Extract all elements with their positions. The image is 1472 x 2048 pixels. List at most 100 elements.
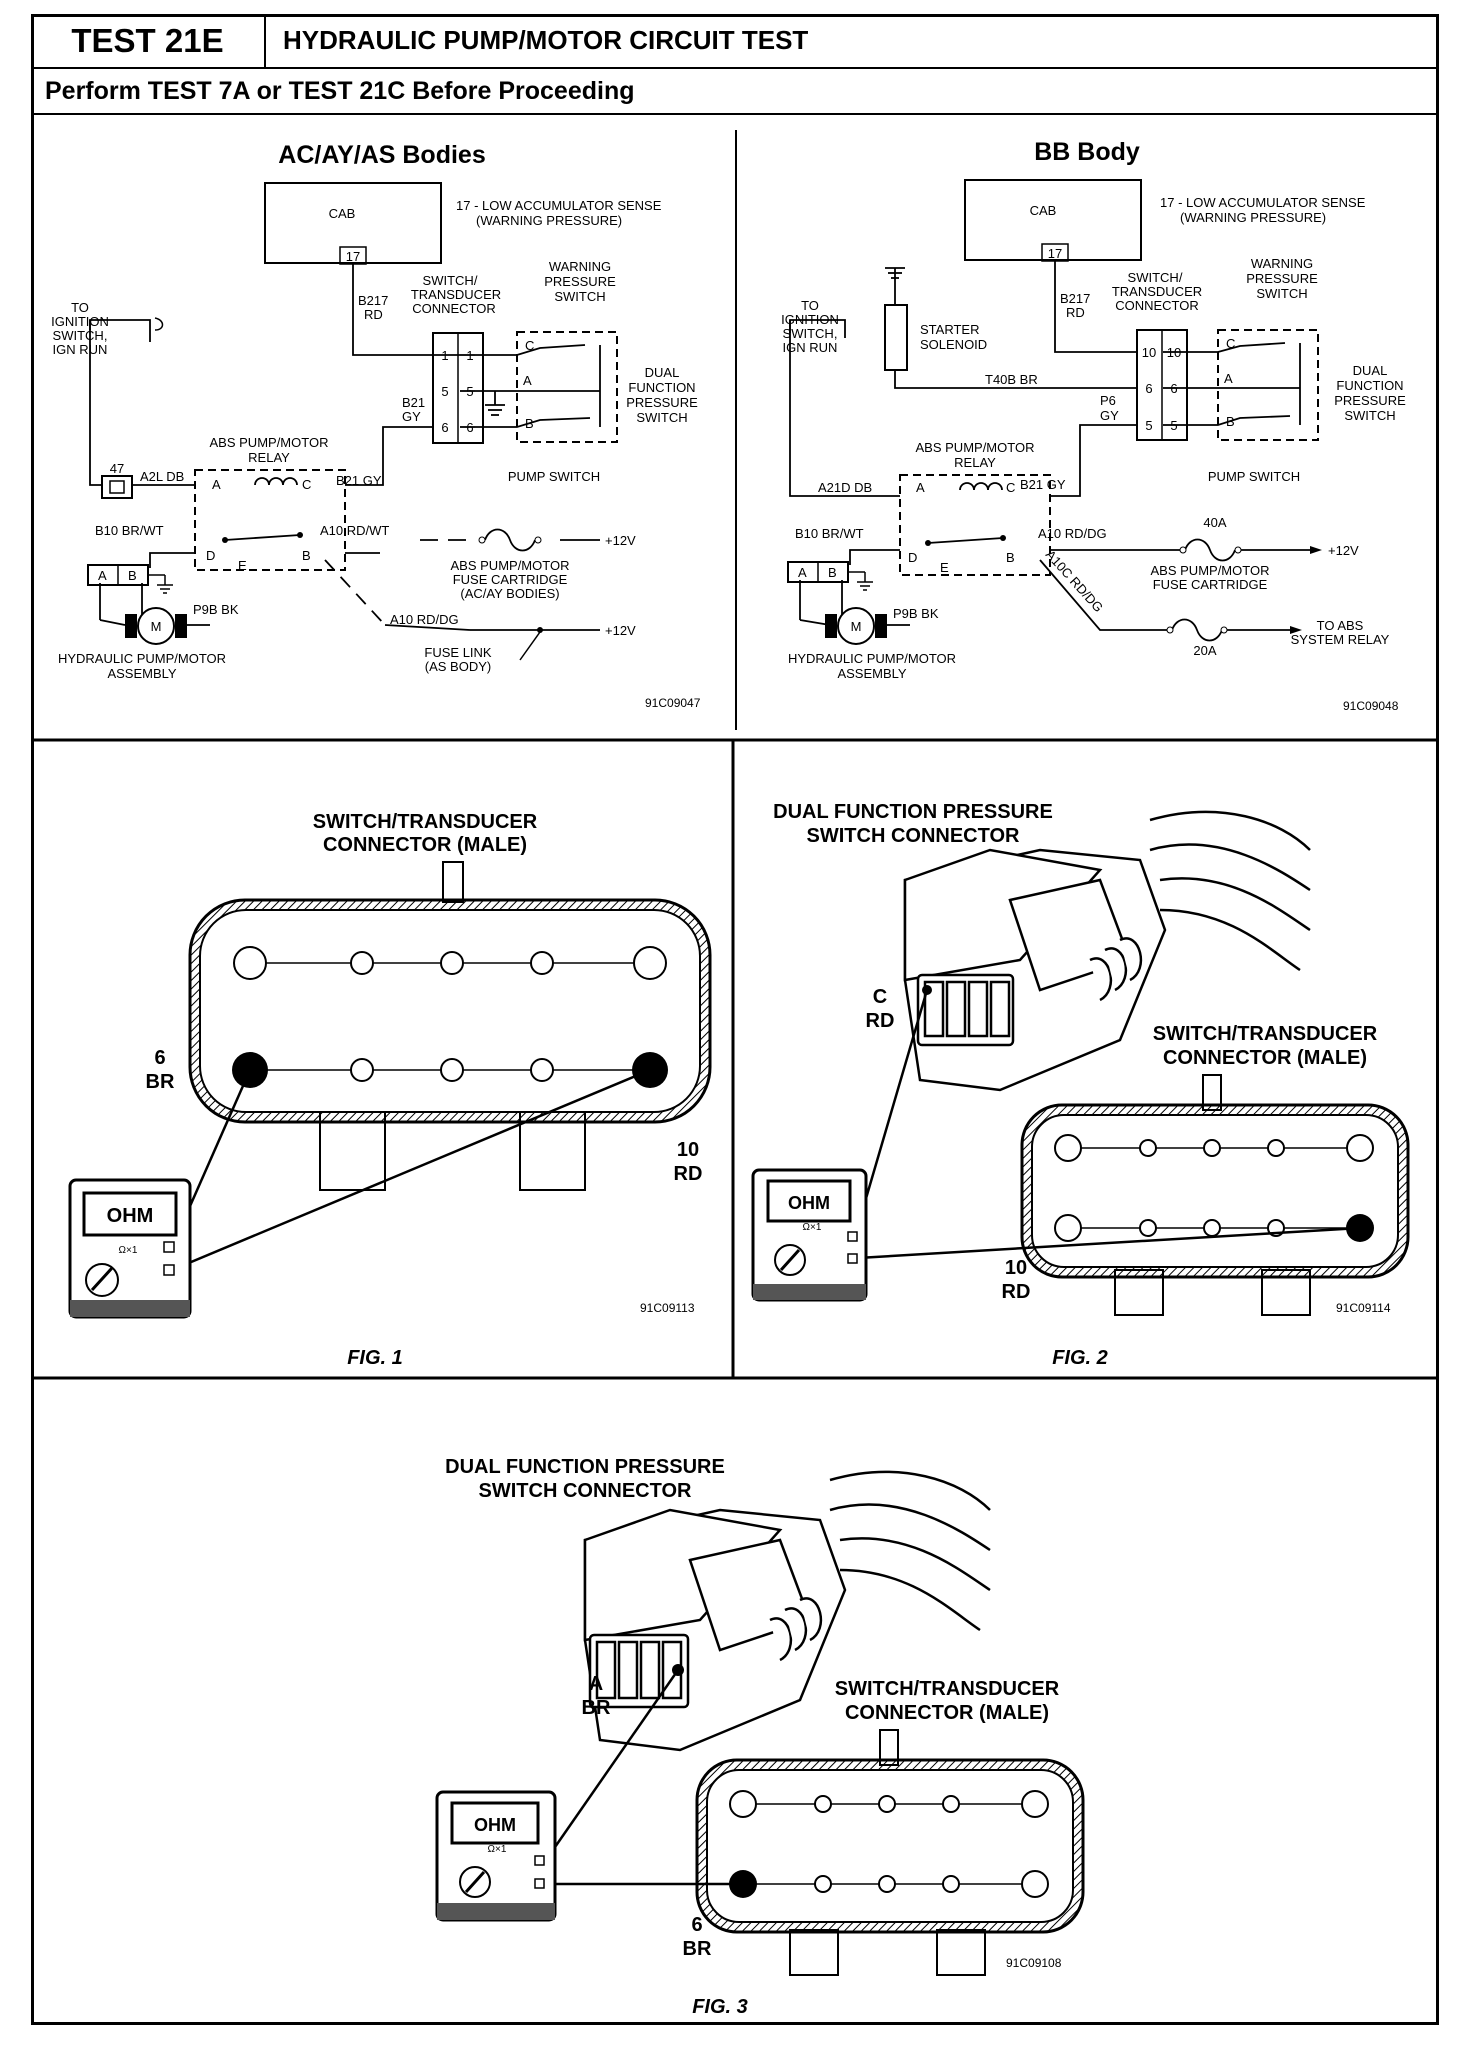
fig1-id: 91C09113 (640, 1301, 695, 1315)
wire-p6: P6 (1100, 393, 1116, 408)
fuse-47: 47 (110, 461, 124, 476)
sense-note-1-r: 17 - LOW ACCUMULATOR SENSE (1160, 195, 1366, 210)
sense-note-2: (WARNING PRESSURE) (476, 213, 622, 228)
switch-pin-c: C (525, 338, 534, 353)
fig2-dual-title-1: DUAL FUNCTION PRESSURE (773, 801, 1053, 823)
motor-symbol-r (837, 607, 875, 645)
fig2-pinc-color: RD (866, 1010, 895, 1032)
fig3-ohm: OHM (474, 1815, 516, 1835)
pin-right-2-r: 6 (1170, 381, 1177, 396)
fig2-dual-title-2: SWITCH CONNECTOR (807, 825, 1021, 847)
motor-label: M (151, 619, 162, 634)
test-title: HYDRAULIC PUMP/MOTOR CIRCUIT TEST (283, 25, 809, 55)
connector-label-2-r: TRANSDUCER (1112, 284, 1202, 299)
cab-pin: 17 (346, 249, 360, 264)
fuse-47-box (101, 475, 133, 499)
fuse-link-2: (AS BODY) (425, 659, 491, 674)
ignition-3-r: SWITCH, (783, 326, 838, 341)
fig3-pina-label: A (589, 1673, 603, 1695)
fig1-multimeter: OHM Ω×1 (68, 1178, 192, 1319)
relay-label-1-r: ABS PUMP/MOTOR (916, 440, 1035, 455)
page-frame (31, 14, 1439, 2025)
cab-pin-r: 17 (1048, 246, 1062, 261)
cab-box (264, 182, 442, 264)
connector-label-3: CONNECTOR (412, 301, 496, 316)
connector-label-3-r: CONNECTOR (1115, 298, 1199, 313)
abs-relay-2: SYSTEM RELAY (1291, 632, 1390, 647)
fig1-top-pins (233, 946, 667, 980)
header-row: TEST 21E HYDRAULIC PUMP/MOTOR CIRCUIT TE… (31, 14, 1439, 69)
fig3-multimeter: OHM Ω×1 (435, 1790, 557, 1922)
fig3-bottom-pins (814, 1870, 1049, 1898)
fig-id-right: 91C09048 (1343, 699, 1399, 713)
fig3-title-2: CONNECTOR (MALE) (845, 1702, 1049, 1724)
fig3-panel: DUAL FUNCTION PRESSURE SWITCH CONNECTOR … (435, 1456, 1085, 2018)
dual-label-1-r: DUAL (1353, 363, 1388, 378)
wire-a10c: A10C RD/DG (1043, 547, 1106, 615)
relay-e-r: E (940, 560, 949, 575)
fig2-range: Ω×1 (803, 1222, 822, 1233)
wire-a10-dg: A10 RD/DG (390, 612, 459, 627)
connector-label-1-r: SWITCH/ (1128, 270, 1183, 285)
connector-label-1: SWITCH/ (423, 273, 478, 288)
assembly-1: HYDRAULIC PUMP/MOTOR (58, 651, 226, 666)
fig3-pin6-color: BR (683, 1938, 712, 1960)
fig2-multimeter: OHM Ω×1 (751, 1168, 868, 1302)
switch-pin-a-r: A (1224, 371, 1233, 386)
wire-t40b: T40B BR (985, 372, 1038, 387)
fig3-id: 91C09108 (1006, 1956, 1062, 1970)
fig-id-left: 91C09047 (645, 696, 701, 710)
fuse-cart-2: FUSE CARTRIDGE (453, 572, 568, 587)
wire-b21-gy: B21 GY (336, 473, 382, 488)
switch-pin-c-r: C (1226, 336, 1235, 351)
starter-1: STARTER (920, 322, 979, 337)
wire-b21-gy-r: B21 GY (1020, 477, 1066, 492)
ignition-3: SWITCH, (53, 328, 108, 343)
fig1-panel: SWITCH/TRANSDUCER CONNECTOR (MALE) 6 BR … (68, 811, 712, 1369)
assembly-1-r: HYDRAULIC PUMP/MOTOR (788, 651, 956, 666)
fig1-range: Ω×1 (119, 1245, 138, 1256)
wire-b217-color-r: RD (1066, 305, 1085, 320)
wire-b10-r: B10 BR/WT (795, 526, 864, 541)
fig1-pin6-num: 6 (154, 1047, 165, 1069)
fig3-dual-connector (583, 1470, 991, 1752)
starter-solenoid-box (884, 304, 908, 371)
fig2-id: 91C09114 (1336, 1301, 1391, 1315)
wire-a10: A10 RD/WT (320, 523, 389, 538)
plug-b-r: B (828, 565, 837, 580)
test-id: TEST 21E (31, 14, 266, 67)
fuse-cart-2-r: FUSE CARTRIDGE (1153, 577, 1268, 592)
plus12-r: +12V (1328, 543, 1359, 558)
fig1-pin10-color: RD (674, 1163, 703, 1185)
fig2-dual-connector (903, 810, 1311, 1092)
fig2-title-1: SWITCH/TRANSDUCER (1153, 1023, 1378, 1045)
fig2-bottom-pins (1054, 1214, 1285, 1242)
prerequisite-note: Perform TEST 7A or TEST 21C Before Proce… (31, 69, 1439, 115)
wire-b217: B217 (358, 293, 388, 308)
fig2-pinc-label: C (873, 986, 887, 1008)
plug-a: A (98, 568, 107, 583)
wire-b21: B21 (402, 395, 425, 410)
pin-right-1: 1 (466, 348, 473, 363)
fig2-ohm: OHM (788, 1193, 830, 1213)
fig2-caption: FIG. 2 (1052, 1347, 1108, 1369)
wire-b217-r: B217 (1060, 291, 1090, 306)
dual-label-1: DUAL (645, 365, 680, 380)
warning-label-1-r: WARNING (1251, 256, 1313, 271)
dual-label-4-r: SWITCH (1344, 408, 1395, 423)
relay-label-2-r: RELAY (954, 455, 996, 470)
wire-a2l: A2L DB (140, 469, 184, 484)
relay-c: C (302, 477, 311, 492)
relay-d: D (206, 548, 215, 563)
pin-right-2: 5 (466, 384, 473, 399)
switch-pin-a: A (523, 373, 532, 388)
pump-switch-label: PUMP SWITCH (508, 469, 600, 484)
fig2-pin10-num: 10 (1005, 1257, 1027, 1279)
ignition-4-r: IGN RUN (783, 340, 838, 355)
plus12-bottom: +12V (605, 623, 636, 638)
fuse-cart-1-r: ABS PUMP/MOTOR (1151, 563, 1270, 578)
fig1-title-2: CONNECTOR (MALE) (323, 834, 527, 856)
fuse-20a: 20A (1193, 643, 1216, 658)
cab-label: CAB (329, 206, 356, 221)
